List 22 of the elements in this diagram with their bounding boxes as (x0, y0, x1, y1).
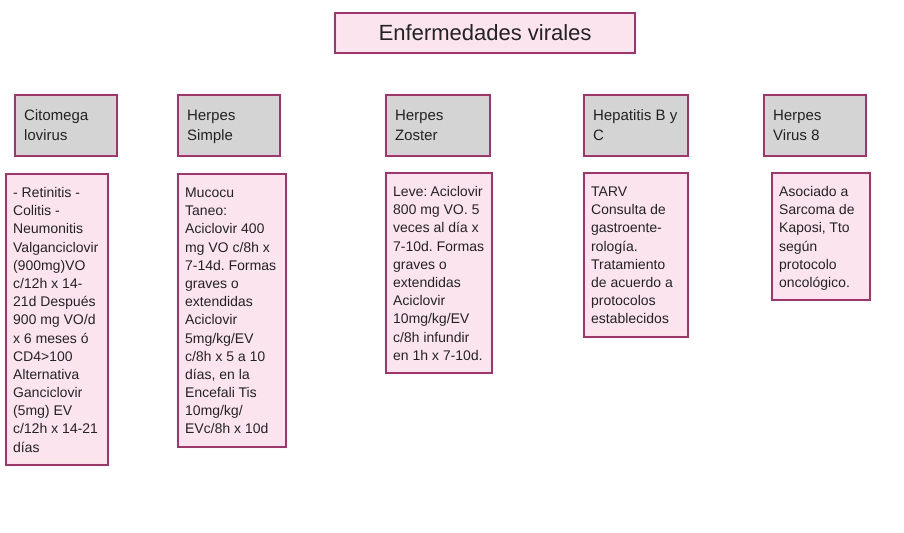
treatment-text: TARV Consulta de gastroente- rología. Tratamiento de acuerdo a protocolos establecidos (591, 182, 674, 328)
category-label: Herpes Zoster (395, 106, 444, 145)
title-box (334, 12, 636, 54)
treatment-text: - Retinitis - Colitis - Neumonitis Valganciclovir (900mg)VO c/12h x 14-21d Después 900 mg VO/d x 6 meses ó CD4>100 Alternativa Ganciclovir (5mg) EV c/12h x 14-21 días (13, 183, 100, 456)
category-label: Hepatitis B y C (593, 106, 678, 145)
category-box (177, 94, 281, 157)
treatment-box (771, 172, 871, 302)
treatment-text: Mucocu Taneo: Aciclovir 400 mg VO c/8h x 7-14d. Formas graves o extendidas Aciclovir 5mg/kg/EV c/8h x 5 a 10 días, en la Encefali Tis 10mg/kg/ EVc/8h x 10d (185, 183, 278, 438)
category-box (385, 94, 491, 157)
treatment-text: Leve: Aciclovir 800 mg VO. 5 veces al día x 7-10d. Formas graves o extendidas Aciclovir 10mg/kg/EV c/8h infundir en 1h x 7-10d. (393, 182, 485, 364)
treatment-box (177, 173, 287, 448)
category-box (14, 94, 118, 157)
category-label: Citomega lovirus (24, 106, 90, 145)
category-label: Herpes Virus 8 (773, 106, 822, 145)
category-box (583, 94, 689, 157)
treatment-box (5, 173, 109, 466)
treatment-box (583, 172, 689, 338)
treatment-box (385, 172, 493, 374)
treatment-text: Asociado a Sarcoma de Kaposi, Tto según protocolo oncológico. (779, 182, 856, 292)
title-text: Enfermedades virales (378, 20, 592, 46)
category-box (763, 94, 867, 157)
category-label: Herpes Simple (187, 106, 236, 145)
